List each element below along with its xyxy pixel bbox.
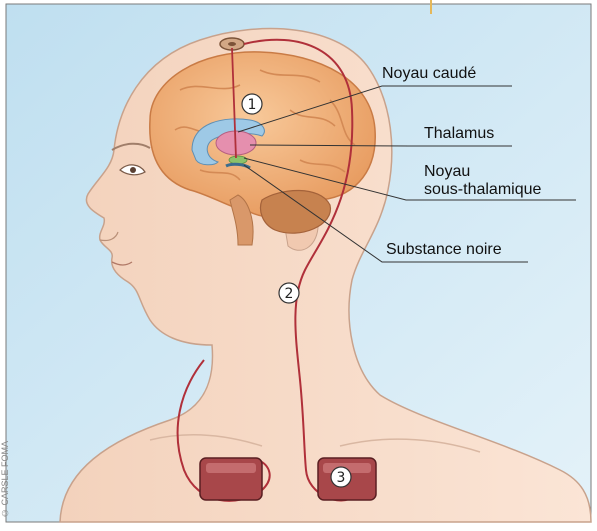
subthalamic-nucleus (229, 156, 247, 164)
marker-3: 3 (331, 467, 351, 487)
label-thalamus: Thalamus (424, 124, 494, 143)
marker-2-label: 2 (285, 286, 294, 302)
marker-2: 2 (279, 283, 299, 303)
label-noyau-caude: Noyau caudé (382, 64, 476, 83)
photo-credit: © CARSLE FOMA (0, 408, 12, 518)
marker-3-label: 3 (337, 470, 346, 486)
label-substance-noire: Substance noire (386, 240, 502, 259)
marker-1-label: 1 (248, 97, 257, 113)
marker-1: 1 (242, 94, 262, 114)
stimulator-left-highlight (206, 463, 256, 473)
label-noyau-sous-thalamique-line1: Noyau (424, 162, 470, 181)
burr-hole-cap-center (228, 42, 236, 46)
label-noyau-sous-thalamique-line2: sous-thalamique (424, 180, 541, 199)
eye-pupil (130, 167, 136, 173)
